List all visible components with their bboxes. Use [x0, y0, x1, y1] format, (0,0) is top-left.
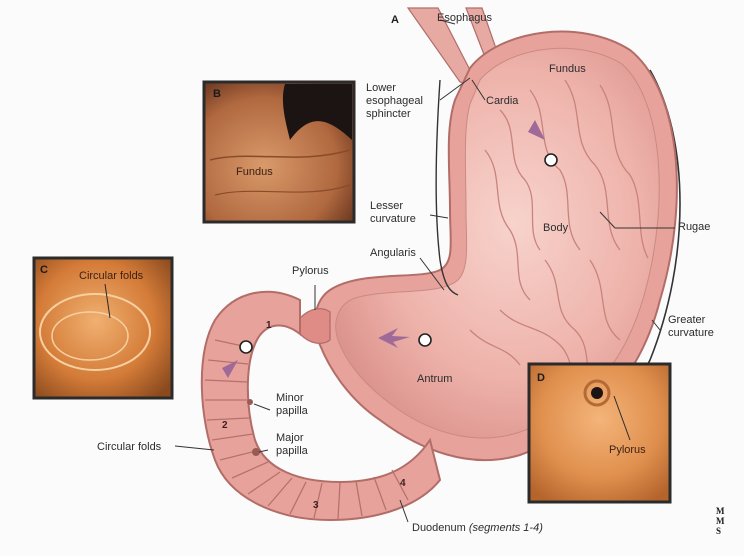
minor-papilla [247, 399, 253, 405]
label-duodenum: Duodenum (segments 1-4) [412, 522, 543, 535]
panel-letter-a: A [391, 14, 399, 26]
major-papilla [252, 448, 260, 456]
segment-number-4: 4 [400, 478, 406, 489]
label-pylorus: Pylorus [292, 265, 329, 278]
marker-d-antrum [419, 334, 431, 346]
label-duodenum-segments: (segments 1-4) [469, 522, 543, 534]
inset-c-letter: C [40, 264, 48, 276]
label-rugae: Rugae [678, 221, 710, 234]
inset-d-label: Pylorus [609, 444, 646, 456]
inset-b-letter: B [213, 88, 221, 100]
pylorus-shape [300, 309, 330, 344]
marker-c-duodenum [240, 341, 252, 353]
label-minor-papilla: Minor papilla [276, 392, 326, 418]
inset-b-label: Fundus [236, 166, 273, 178]
label-circular-folds: Circular folds [97, 441, 161, 454]
label-antrum: Antrum [417, 373, 452, 386]
label-greater-curvature: Greater curvature [668, 314, 730, 340]
label-esophagus: Esophagus [437, 12, 492, 25]
label-angularis: Angularis [370, 247, 416, 260]
label-cardia: Cardia [486, 95, 518, 108]
label-major-papilla: Major papilla [276, 432, 326, 458]
label-duodenum-name: Duodenum [412, 522, 466, 534]
label-fundus: Fundus [549, 63, 586, 76]
label-body: Body [543, 222, 568, 235]
inset-c-label: Circular folds [79, 270, 143, 282]
segment-number-1: 1 [266, 320, 272, 331]
label-lower-esophageal-sphincter: Lower esophageal sphincter [366, 82, 436, 121]
inset-d-letter: D [537, 372, 545, 384]
label-lesser-curvature: Lesser curvature [370, 200, 426, 226]
logo-text: MMS [716, 506, 726, 536]
inset-d-photo [529, 364, 670, 502]
marker-b-fundus [545, 154, 557, 166]
segment-number-3: 3 [313, 500, 319, 511]
segment-number-2: 2 [222, 420, 228, 431]
inset-b-photo [204, 82, 354, 222]
